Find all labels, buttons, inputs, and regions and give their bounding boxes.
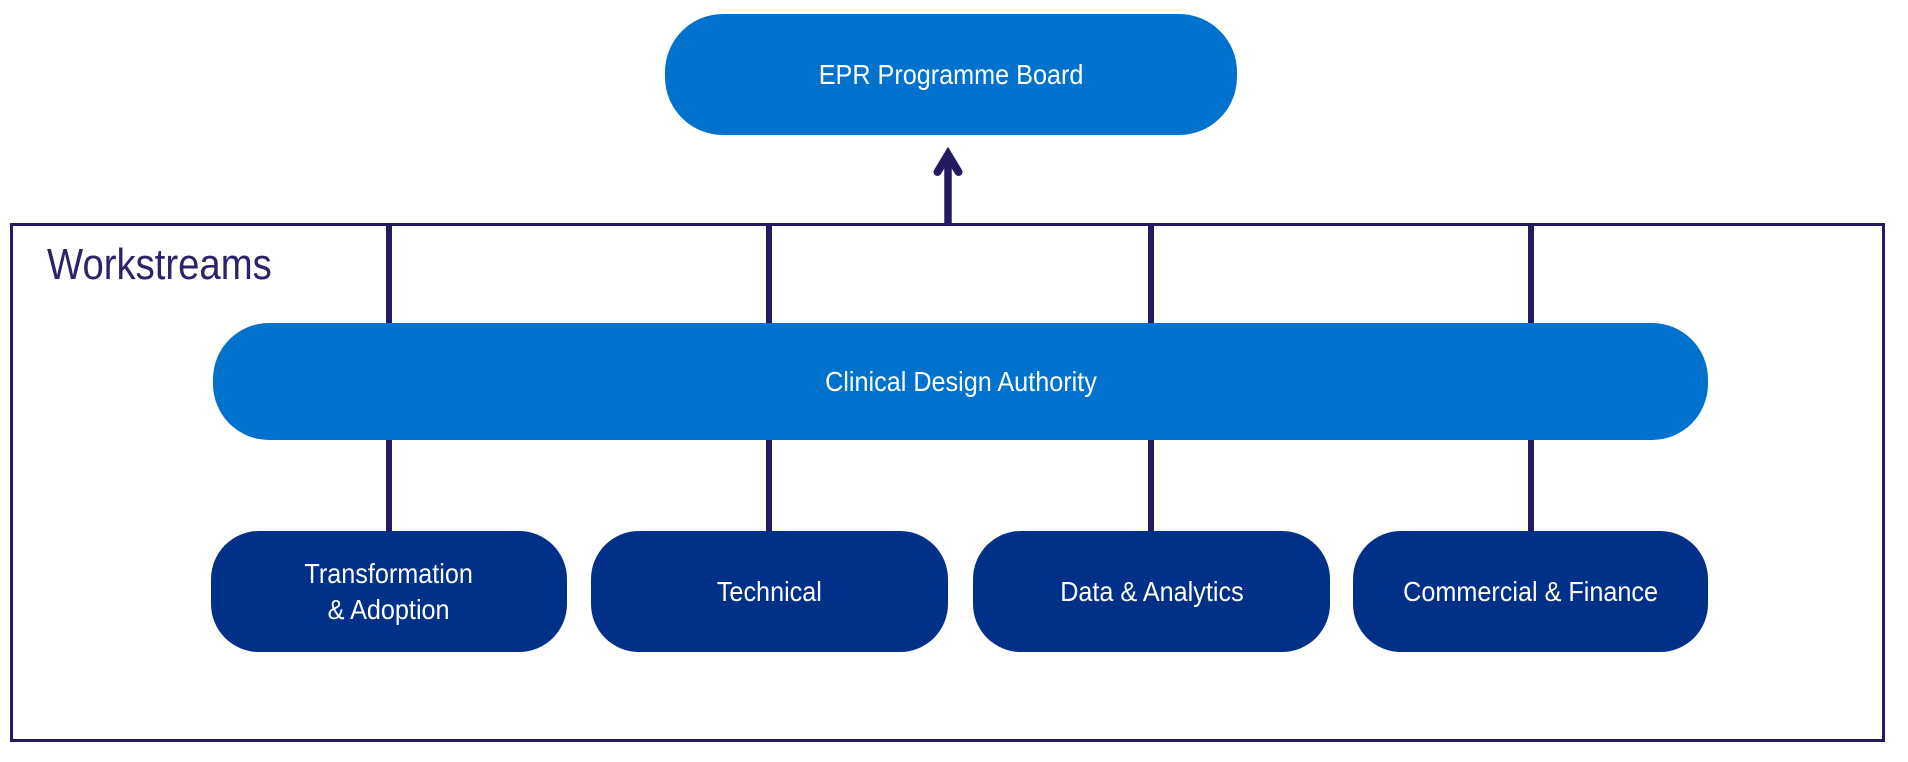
commercial-finance-node: Commercial & Finance: [1353, 531, 1708, 652]
technical-node: Technical: [591, 531, 948, 652]
up-arrow-connector: [933, 146, 963, 226]
workstreams-title: Workstreams: [47, 240, 272, 289]
commercial-finance-label: Commercial & Finance: [1403, 575, 1658, 607]
epr-programme-board-label: EPR Programme Board: [818, 58, 1084, 90]
technical-label: Technical: [716, 575, 823, 607]
transformation-adoption-label: Transformation & Adoption: [304, 557, 474, 625]
clinical-design-authority-label: Clinical Design Authority: [824, 365, 1097, 397]
epr-programme-board-node: EPR Programme Board: [665, 14, 1237, 135]
data-analytics-label: Data & Analytics: [1059, 575, 1244, 607]
data-analytics-node: Data & Analytics: [973, 531, 1330, 652]
transformation-adoption-node: Transformation & Adoption: [211, 531, 567, 652]
clinical-design-authority-node: Clinical Design Authority: [213, 323, 1708, 440]
workstreams-container-box: [10, 223, 1885, 742]
